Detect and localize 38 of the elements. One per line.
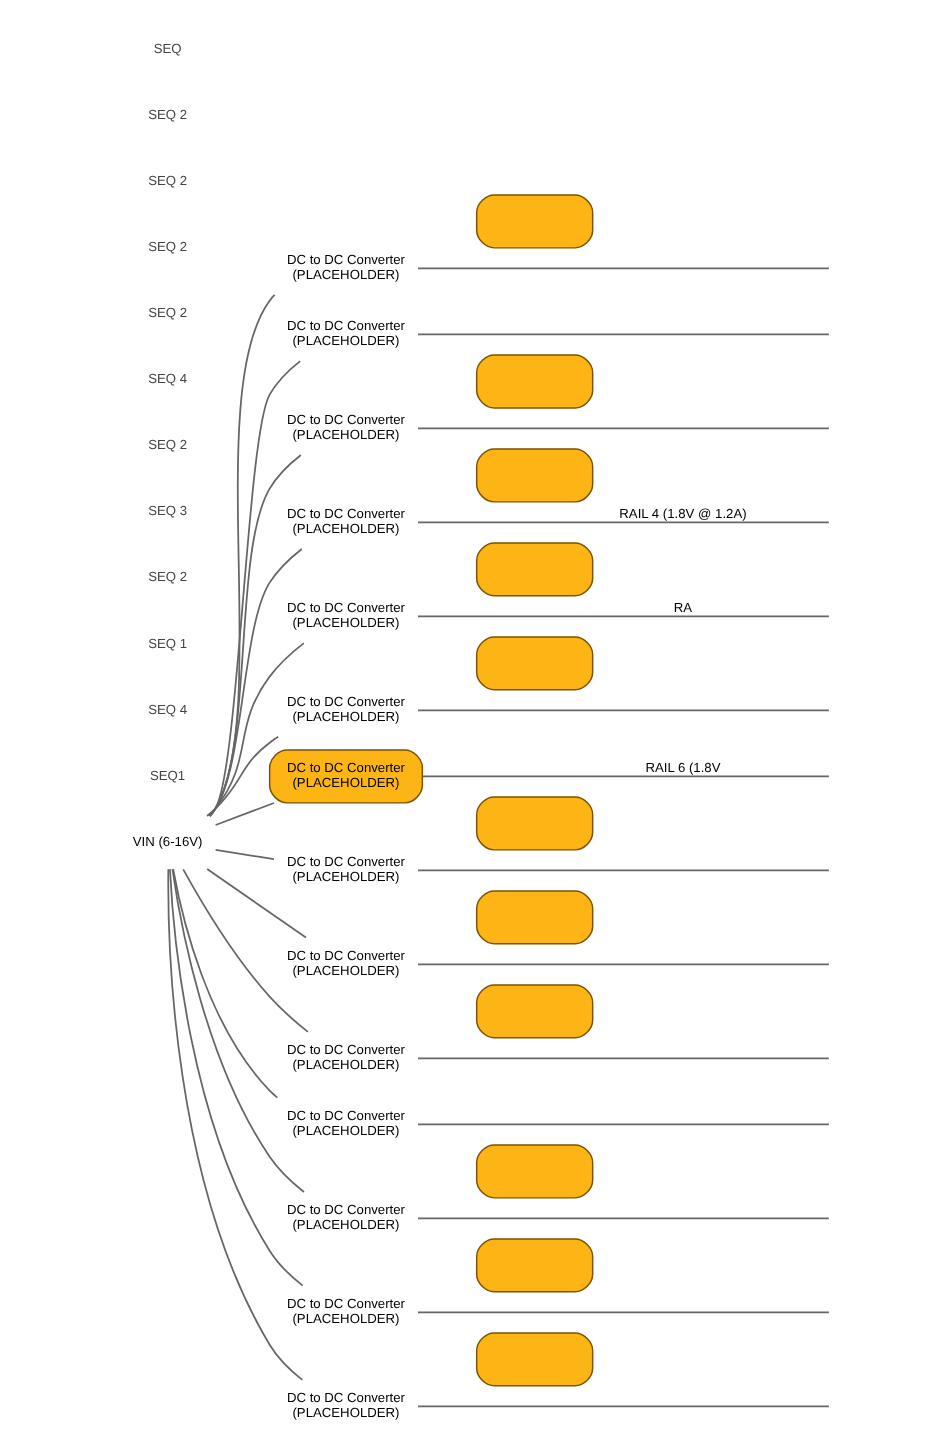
connector: [166, 868, 303, 1381]
connector: [213, 849, 274, 861]
connector: [416, 1123, 829, 1126]
node-box: [474, 542, 593, 597]
connector: [170, 868, 304, 1193]
connector: [181, 868, 308, 1033]
connector: [205, 868, 306, 939]
node-box: [474, 1332, 593, 1387]
connector: [420, 775, 829, 778]
connector: [416, 521, 829, 524]
connector: [208, 454, 301, 817]
connector: [416, 869, 829, 872]
connector: [207, 548, 302, 817]
connector: [416, 1217, 829, 1220]
connector: [205, 735, 279, 817]
connector: [416, 963, 829, 966]
node-box: [474, 796, 593, 851]
connector: [213, 802, 274, 826]
connector: [416, 1311, 829, 1314]
connector: [416, 427, 829, 430]
node-box: [474, 984, 593, 1039]
connector: [171, 868, 278, 1099]
node-box: [474, 1144, 593, 1199]
connector: [416, 333, 829, 336]
connector: [206, 642, 304, 817]
node-box: [474, 354, 593, 409]
node-box: [474, 194, 593, 249]
connector: [416, 1057, 829, 1060]
connector: [416, 709, 829, 712]
connector: [208, 360, 301, 817]
node-box: [474, 636, 593, 691]
connector: [416, 615, 829, 618]
node-box: [474, 1238, 593, 1293]
node-box: [474, 890, 593, 945]
connector: [416, 1405, 829, 1408]
connector: [168, 868, 303, 1287]
connector: [416, 267, 829, 270]
node-box: [474, 448, 593, 503]
